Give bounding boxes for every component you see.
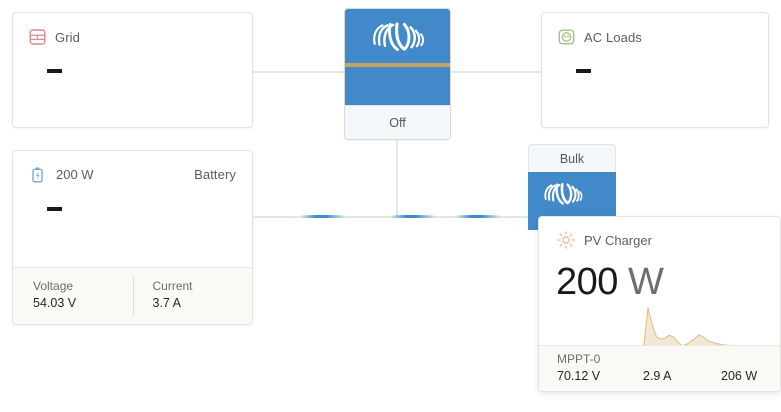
inverter-state-label: Off — [345, 105, 450, 139]
pv-charger-sparkline — [539, 303, 780, 349]
sun-icon — [557, 231, 575, 249]
flow-pulse-right — [455, 215, 501, 218]
flow-pulse-mid — [390, 215, 436, 218]
power-socket-icon — [558, 28, 575, 46]
pv-charger-power-unit: W — [627, 261, 664, 303]
wire-inverter-to-acloads — [450, 71, 542, 73]
inverter-blue-panel-lower — [345, 67, 450, 107]
pv-charger-tooltip[interactable]: PV Charger 200 W MPPT-0 70.12 V 2.9 A 20… — [538, 216, 781, 392]
pv-charger-power: 200 W — [556, 261, 664, 303]
pv-tracker-power: 206 W — [721, 369, 758, 383]
grid-card[interactable]: Grid — [12, 12, 253, 128]
pv-tracker-voltage: 70.12 V — [557, 369, 601, 383]
ac-loads-card-title: AC Loads — [584, 29, 642, 45]
pv-charger-header: PV Charger — [539, 217, 780, 249]
battery-card-title: Battery — [194, 167, 236, 182]
pv-charger-tracker-values: 70.12 V 2.9 A 206 W — [557, 369, 766, 383]
pv-charger-tracker-name: MPPT-0 — [557, 352, 601, 366]
battery-detail-row: Voltage 54.03 V Current 3.7 A — [13, 267, 252, 324]
battery-current-value: 3.7 A — [152, 296, 182, 310]
pv-charger-title: PV Charger — [584, 232, 652, 248]
victron-logo-icon — [367, 18, 429, 61]
ac-loads-card[interactable]: AC Loads — [541, 12, 769, 128]
victron-logo-icon — [540, 180, 586, 213]
pv-charger-power-value: 200 — [556, 261, 618, 303]
wire-grid-to-inverter — [253, 71, 345, 73]
pv-charger-tracker-row: MPPT-0 70.12 V 2.9 A 206 W — [539, 345, 780, 391]
battery-current-label: Current — [152, 279, 193, 293]
battery-card-header: 200 W Battery — [13, 151, 252, 185]
inverter-block[interactable]: Off — [344, 8, 451, 140]
ac-loads-value-dash — [576, 69, 591, 73]
battery-voltage-cell: Voltage 54.03 V — [13, 268, 133, 324]
battery-voltage-value: 54.03 V — [33, 296, 77, 310]
battery-value-dash — [47, 207, 62, 211]
battery-voltage-label: Voltage — [33, 279, 74, 293]
wire-inverter-to-dcbus — [396, 139, 398, 217]
grid-meter-icon — [29, 28, 46, 46]
grid-value-dash — [47, 69, 62, 73]
grid-card-title: Grid — [55, 29, 80, 45]
grid-card-header: Grid — [13, 13, 252, 47]
flow-pulse-left — [300, 215, 346, 218]
battery-card[interactable]: 200 W Battery Voltage 54.03 V Current 3.… — [12, 150, 253, 325]
battery-bolt-icon — [29, 166, 46, 184]
mppt-state-label: Bulk — [528, 144, 616, 172]
ac-loads-card-header: AC Loads — [542, 13, 768, 47]
battery-current-cell: Current 3.7 A — [132, 268, 253, 324]
inverter-gold-divider — [345, 63, 450, 67]
battery-power-value: 200 W — [56, 167, 94, 182]
pv-tracker-current: 2.9 A — [643, 369, 672, 383]
